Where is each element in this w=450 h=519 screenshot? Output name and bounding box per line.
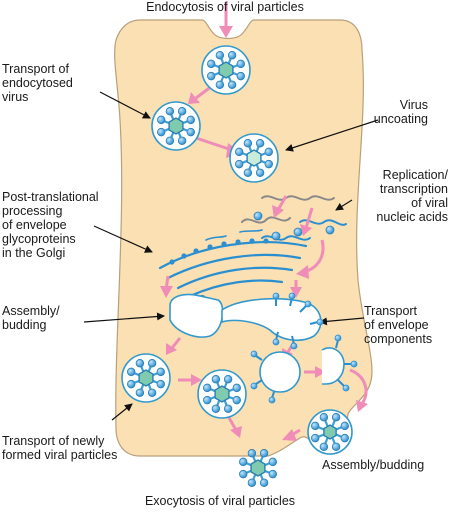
spike-knob [207, 59, 216, 69]
capsid [168, 117, 184, 135]
label-assembly-budding-bottom: Assembly/budding [322, 458, 425, 472]
spike-knob [211, 375, 221, 384]
spike-knob [255, 168, 265, 177]
label-endocytosis: Endocytosis of viral particles [146, 0, 304, 14]
spike-knob [264, 147, 273, 157]
virus-endocytosed [151, 101, 201, 151]
virus-budding-bottom [307, 409, 353, 455]
label-transport-endocytosed: Transport of endocytosed virus [2, 62, 73, 104]
spike-knob [157, 127, 166, 137]
label-golgi-processing: Post-translational processing of envelop… [2, 190, 99, 260]
virus-exocytosis [239, 449, 277, 487]
golgi-glycoproteins [169, 238, 269, 265]
spike-knob [156, 367, 165, 377]
label-exocytosis: Exocytosis of viral particles [144, 494, 296, 508]
spike-knob [311, 433, 320, 443]
spike-knob [236, 71, 245, 81]
spike-knob [186, 115, 195, 125]
spike-knob [247, 478, 257, 487]
spike-knob [186, 127, 195, 137]
transport-vesicle-a [259, 351, 301, 393]
capsid [138, 369, 154, 387]
spike-knob [268, 457, 277, 467]
spike-knob [223, 404, 233, 413]
spike-knob [127, 367, 136, 377]
spike-knob [239, 469, 248, 479]
spike-knob [236, 59, 245, 69]
spike-knob [255, 139, 265, 148]
spike-knob [177, 107, 187, 116]
spike-knob [319, 442, 329, 451]
spike-knob [268, 469, 277, 479]
spike-knob [127, 379, 136, 389]
capsid [218, 61, 234, 79]
leader-arrows [83, 91, 379, 421]
spike-knob [147, 359, 157, 368]
spike-knob [207, 71, 216, 81]
golgi-vesicle-right [221, 297, 322, 342]
spike-knob [259, 478, 269, 487]
capsid [214, 385, 230, 403]
spike-knob [232, 383, 241, 393]
spike-knob [319, 413, 329, 422]
virus-uncoating [229, 133, 279, 183]
spike-knob [135, 388, 145, 397]
spike-knob [331, 413, 341, 422]
capsid [250, 459, 266, 477]
spike-knob [157, 115, 166, 125]
spike-knob [259, 449, 269, 458]
spike-knob [177, 136, 187, 145]
membrane-spikes [250, 292, 358, 404]
spike-knob [235, 147, 244, 157]
spike-knob [215, 51, 225, 60]
spike-knob [331, 442, 341, 451]
spike-knob [135, 359, 145, 368]
spike-knob [215, 80, 225, 89]
label-transport-newly-formed: Transport of newly formed viral particle… [2, 434, 118, 462]
capsid [246, 149, 262, 167]
label-assembly-budding-left: Assembly/ budding [2, 304, 60, 332]
label-replication: Replication/ transcription of viral nucl… [376, 168, 448, 224]
envelope-vesicles [169, 293, 345, 393]
spike-knob [232, 395, 241, 405]
spike-knob [227, 51, 237, 60]
spike-knob [243, 168, 253, 177]
spike-knob [264, 159, 273, 169]
label-transport-envelope: Transport of envelope components [364, 304, 433, 346]
spike-knob [227, 80, 237, 89]
spike-knob [156, 379, 165, 389]
virus-endocytosis [201, 45, 251, 95]
virus-transport-mid [197, 369, 247, 419]
spike-knob [235, 159, 244, 169]
spike-knob [311, 421, 320, 431]
spike-knob [223, 375, 233, 384]
virus-layer [121, 45, 353, 487]
spike-knob [211, 404, 221, 413]
capsid [323, 424, 337, 440]
spike-knob [340, 421, 349, 431]
spike-knob [239, 457, 248, 467]
golgi-apparatus [158, 229, 308, 298]
spike-knob [147, 388, 157, 397]
spike-knob [203, 395, 212, 405]
spike-knob [243, 139, 253, 148]
spike-knob [340, 433, 349, 443]
spike-knob [247, 449, 257, 458]
pink-flow-arrows [160, 2, 368, 441]
label-uncoating: Virus uncoating [373, 98, 428, 126]
spike-knob [203, 383, 212, 393]
virus-transport-left [121, 353, 171, 403]
spike-knob [165, 136, 175, 145]
spike-knob [165, 107, 175, 116]
ribosome-dots [253, 211, 335, 241]
